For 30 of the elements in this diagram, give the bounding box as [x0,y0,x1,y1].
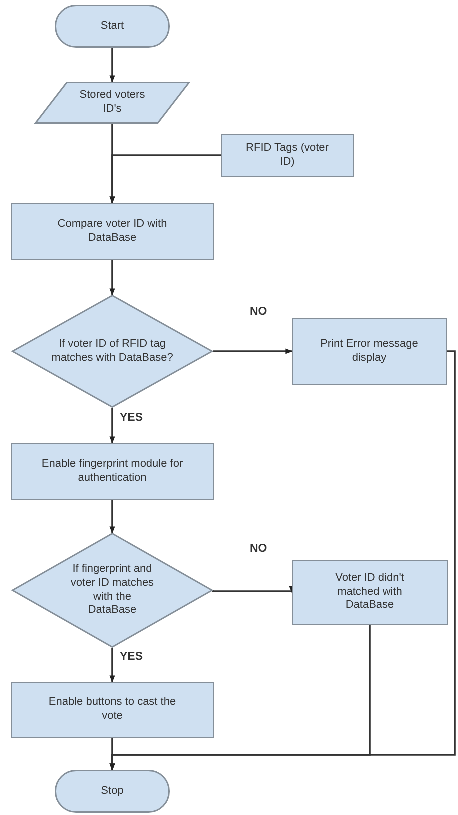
arrow [110,408,116,444]
process-box [11,443,214,500]
node-label: RFID Tags (voter ID) [245,142,330,170]
decision-diamond [12,533,213,648]
arrow [110,154,221,204]
node-label: Start [100,20,124,34]
node-label: If fingerprint and voter ID matches with the DataBase [70,563,156,618]
arrow [110,260,116,296]
process-box [221,134,354,177]
process-box [11,682,214,738]
terminator-shape [55,5,170,48]
data-parallelogram [35,82,190,124]
node-label: If voter ID of RFID tag matches with DataBase? [50,338,174,366]
node-label: Stored voters ID's [78,89,146,117]
node-label: Compare voter ID with DataBase [56,218,168,246]
decision-diamond [12,295,213,408]
node-label: Enable fingerprint module for authentication [40,458,184,486]
node-label: Voter ID didn't matched with DataBase [334,572,406,614]
arrow [110,648,116,683]
node-label: Print Error message display [320,338,420,366]
arrow [110,48,116,83]
process-box [11,203,214,260]
node-label: Stop [101,784,124,798]
arrow [110,500,116,534]
process-box [292,560,448,625]
terminator-shape [55,770,170,813]
arrow [213,348,293,354]
arrow [110,625,371,771]
node-label: Enable buttons to cast the vote [48,696,178,724]
process-box [292,318,447,385]
